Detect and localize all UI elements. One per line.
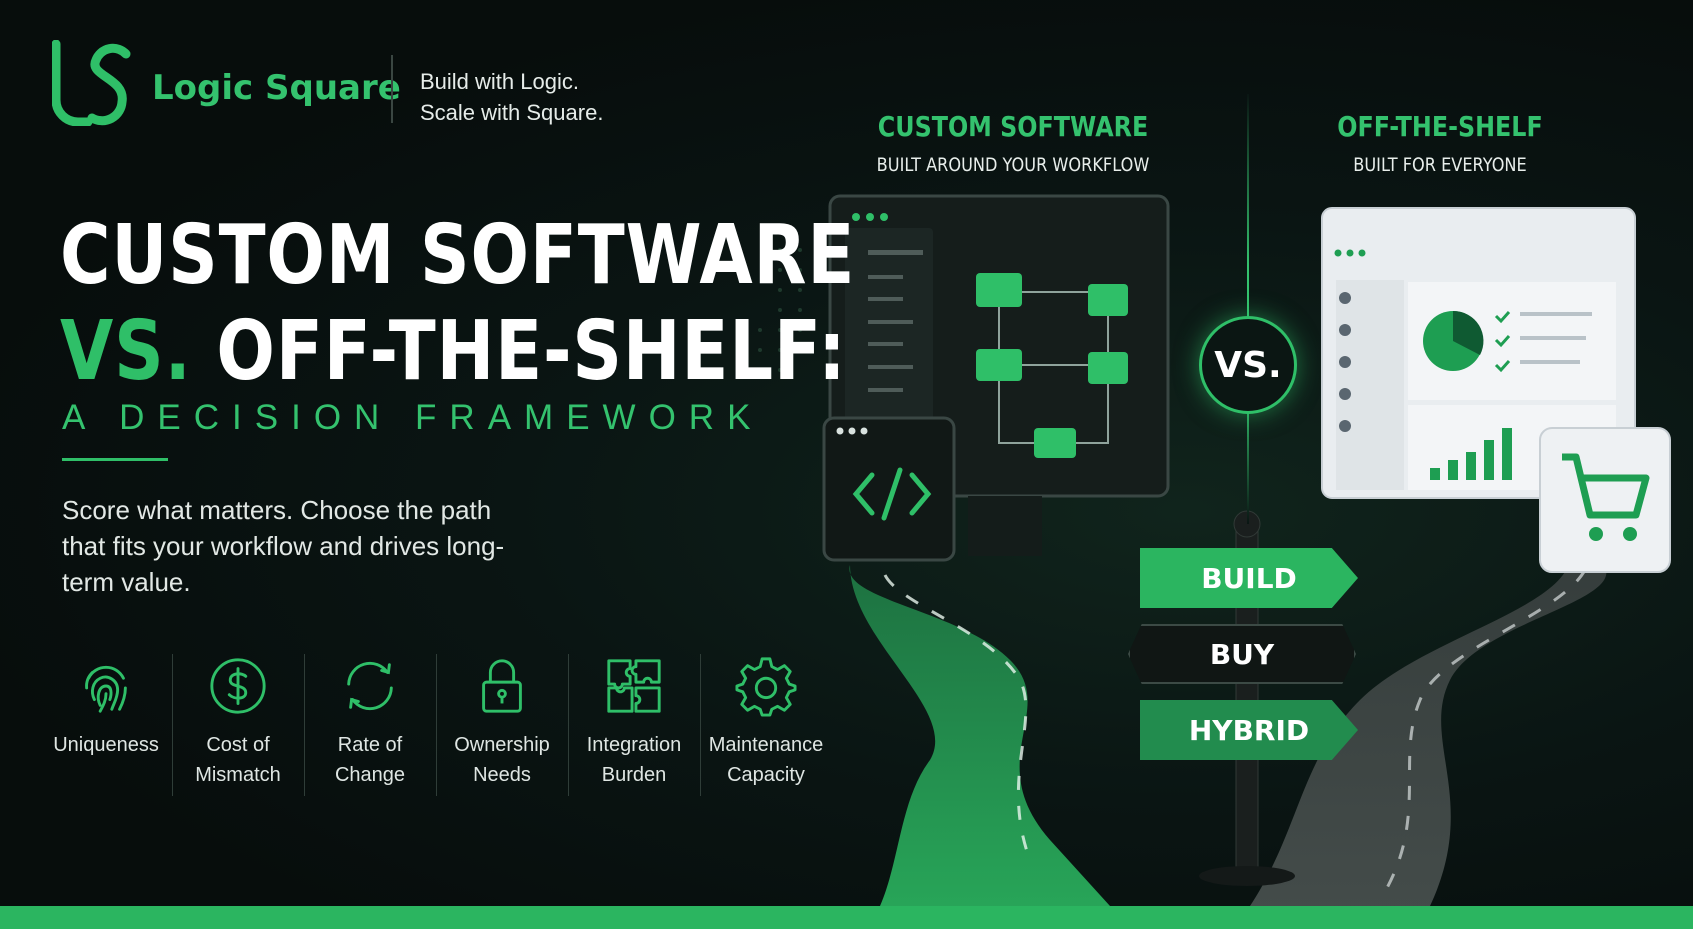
vs-badge: VS. <box>1199 316 1297 414</box>
brand-divider <box>391 55 393 123</box>
custom-road <box>849 565 1110 906</box>
factor-label: Maintenance Capacity <box>708 734 824 786</box>
factor-integration-burden: Integration Burden <box>568 650 700 800</box>
shopping-cart-icon <box>1539 427 1671 573</box>
accent-rule <box>62 458 168 461</box>
factor-label: Integration Burden <box>586 734 682 786</box>
factor-cost-of-mismatch: Cost of Mismatch <box>172 650 304 800</box>
headline-subtitle: A DECISION FRAMEWORK <box>62 398 764 437</box>
factor-uniqueness: Uniqueness <box>40 650 172 800</box>
factor-ownership-needs: Ownership Needs <box>436 650 568 800</box>
factor-label: Cost of Mismatch <box>195 734 281 786</box>
factor-label: Ownership Needs <box>454 734 550 786</box>
headline-line-1: CUSTOM SOFTWARE <box>60 208 856 303</box>
bottom-accent-bar <box>0 906 1693 929</box>
shelf-subtitle: BUILT FOR EVERYONE <box>1353 154 1527 176</box>
shelf-title: OFF-THE-SHELF <box>1337 110 1543 143</box>
custom-title: CUSTOM SOFTWARE <box>877 110 1149 143</box>
code-window-icon <box>822 416 956 562</box>
divider-line <box>1247 94 1249 524</box>
refresh-cycle-icon <box>347 661 393 711</box>
headline: CUSTOM SOFTWARE VS. OFF-THE-SHELF: <box>60 208 855 400</box>
puzzle-icon <box>607 659 661 713</box>
logic-square-logo-mark <box>52 40 131 126</box>
brand-tagline: Build with Logic. Scale with Square. <box>420 66 603 128</box>
custom-subtitle: BUILT AROUND YOUR WORKFLOW <box>876 154 1150 176</box>
tagline-line-1: Build with Logic. <box>420 69 579 94</box>
factor-maintenance-capacity: Maintenance Capacity <box>700 650 832 800</box>
headline-vs: VS. <box>60 304 192 399</box>
headline-line-2-rest: OFF-THE-SHELF: <box>216 304 847 399</box>
sign-buy: BUY <box>1128 624 1356 684</box>
tagline-line-2: Scale with Square. <box>420 100 604 125</box>
sign-build: BUILD <box>1140 548 1358 608</box>
shelf-road <box>1250 560 1607 906</box>
brand-name: Logic Square <box>152 68 401 108</box>
gear-icon <box>735 657 797 717</box>
factor-list: Uniqueness Cost of Mismatch Rate of Chan… <box>40 650 832 800</box>
dollar-coin-icon <box>210 658 266 714</box>
sign-hybrid: HYBRID <box>1140 700 1358 760</box>
padlock-icon <box>482 659 522 713</box>
dot-grid <box>758 248 802 372</box>
factor-rate-of-change: Rate of Change <box>304 650 436 800</box>
factor-label: Uniqueness <box>53 734 159 756</box>
fingerprint-icon <box>85 665 127 713</box>
factor-label: Rate of Change <box>334 734 406 786</box>
description: Score what matters. Choose the path that… <box>62 495 505 597</box>
headline-line-2: VS. OFF-THE-SHELF: <box>60 304 855 400</box>
dashboard-window-icon <box>1321 207 1636 499</box>
